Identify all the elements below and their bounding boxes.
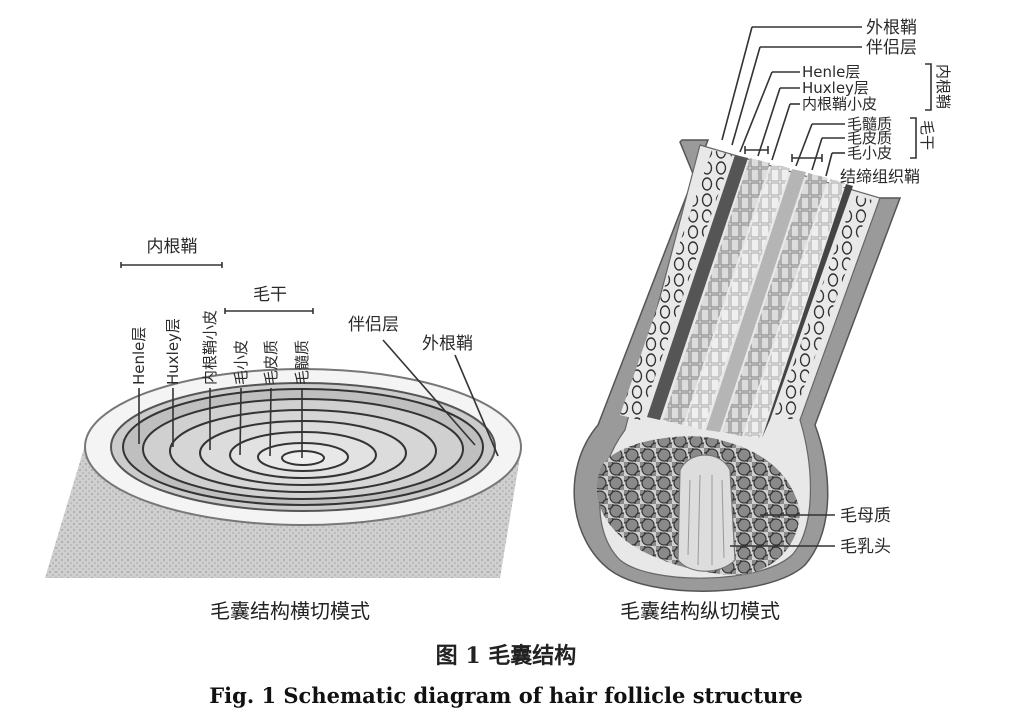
figure-title-cn: 图 1 毛囊结构 (436, 643, 577, 669)
label-medulla: 毛髓质 (293, 340, 311, 385)
long-label-dermal-papilla: 毛乳头 (840, 537, 891, 557)
cross-section-caption: 毛囊结构横切模式 (210, 599, 370, 623)
long-label-hair-cuticle: 毛小皮 (847, 144, 892, 162)
huxley-strand (663, 158, 770, 425)
label-cortex: 毛皮质 (262, 340, 280, 385)
cross-section-diagram: 内根鞘 毛干 Henle层 Huxley层 内根鞘小皮 毛小皮 毛皮质 毛髓质 … (45, 237, 522, 623)
label-henle: Henle层 (130, 327, 148, 385)
hair-cuticle-strand (706, 169, 806, 432)
dermal-papilla (677, 454, 736, 572)
irs-cuticle-strand (685, 164, 790, 430)
label-companion-layer: 伴侣层 (348, 315, 399, 335)
long-bracket-inner-root-sheath: 内根鞘 (934, 64, 952, 109)
long-bracket-hair-shaft: 毛干 (918, 120, 936, 150)
long-label-outer-root-sheath: 外根鞘 (866, 18, 917, 38)
long-label-huxley: Huxley层 (802, 79, 869, 97)
henle-strand (647, 155, 748, 420)
longitudinal-section-caption: 毛囊结构纵切模式 (620, 599, 780, 623)
label-outer-root-sheath: 外根鞘 (422, 334, 473, 354)
medulla-strand (744, 179, 845, 438)
long-label-irs-cuticle: 内根鞘小皮 (802, 95, 877, 113)
bracket-label-hair-shaft: 毛干 (253, 285, 287, 305)
long-label-companion-layer: 伴侣层 (866, 38, 917, 58)
label-irs-cuticle: 内根鞘小皮 (201, 310, 219, 385)
label-hair-cuticle: 毛小皮 (232, 340, 250, 385)
long-label-medulla: 毛髓质 (847, 115, 892, 133)
bracket-label-inner-root-sheath: 内根鞘 (147, 237, 198, 257)
longitudinal-section-diagram: 外根鞘 伴侣层 Henle层 Huxley层 内根鞘小皮 毛髓质 毛皮质 毛小皮… (573, 18, 952, 623)
medulla-ring (281, 450, 325, 466)
cortex-strand (722, 173, 828, 436)
long-label-cortex: 毛皮质 (847, 129, 892, 147)
long-label-connective-tissue-sheath: 结缔组织鞘 (840, 167, 920, 186)
label-huxley: Huxley层 (164, 318, 182, 385)
figure-title-en: Fig. 1 Schematic diagram of hair follicl… (209, 683, 802, 708)
outer-root-sheath-chain-left (620, 150, 732, 420)
long-label-henle: Henle层 (802, 63, 860, 81)
long-label-hair-matrix: 毛母质 (840, 506, 891, 526)
inner-layer-strand-right (762, 184, 853, 438)
outer-root-sheath-chain-right (775, 195, 872, 420)
